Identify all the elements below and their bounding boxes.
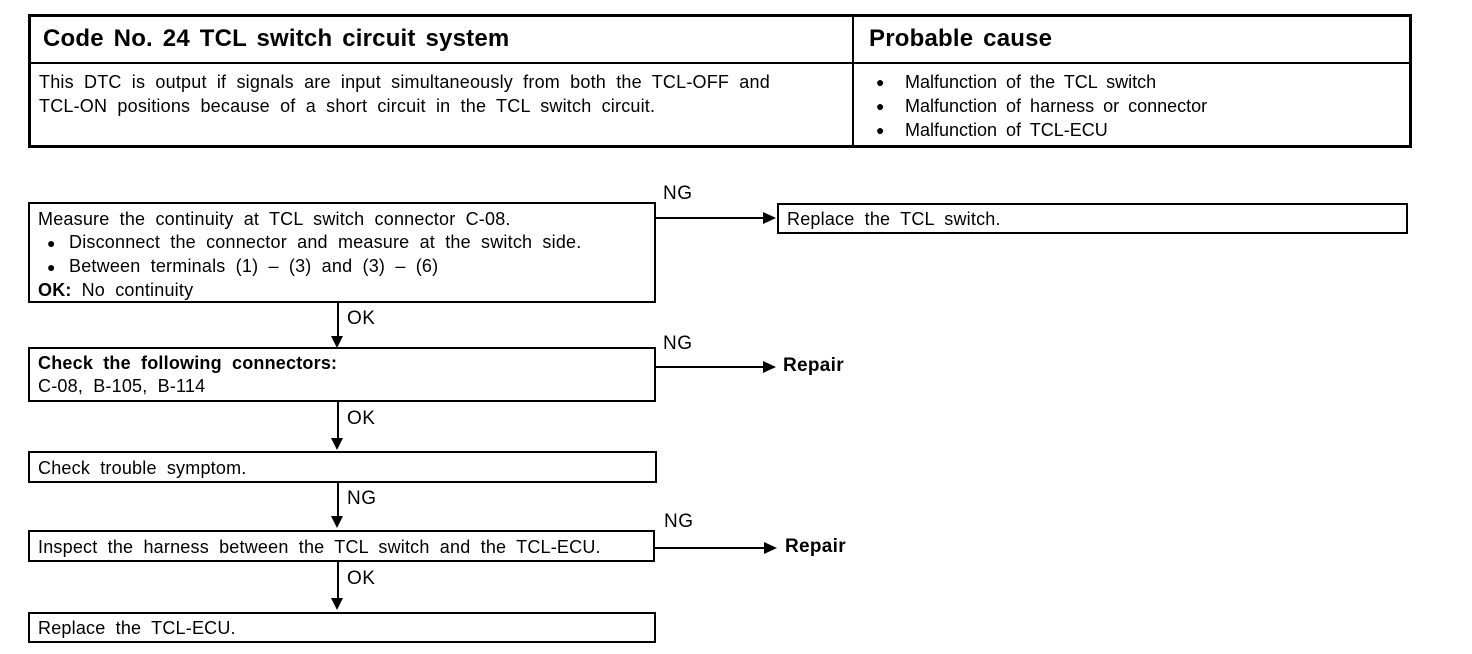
- probable-cause-title: Probable cause: [869, 25, 1053, 52]
- branch-label-ng: NG: [663, 183, 693, 204]
- step2-check-connectors-box: Check the following connectors: C-08, B-…: [28, 347, 656, 402]
- dtc-code-title: Code No. 24 TCL switch circuit system: [43, 25, 510, 52]
- probable-cause-text: Malfunction of the TCL switch: [905, 72, 1157, 92]
- repair-action-label: Repair: [783, 355, 844, 376]
- branch-label-ng: NG: [663, 333, 693, 354]
- step1-ok-criteria: OK: No continuity: [38, 279, 646, 302]
- repair-action-label: Repair: [785, 536, 846, 557]
- arrow-down-icon: [331, 516, 343, 528]
- probable-cause-item: Malfunction of harness or connector: [876, 94, 1207, 118]
- step1-bullet-text: Between terminals (1) – (3) and (3) – (6…: [69, 256, 439, 276]
- step1-bullet-item: Disconnect the connector and measure at …: [38, 231, 646, 255]
- arrow-down-icon: [331, 598, 343, 610]
- arrow-down-icon: [331, 438, 343, 450]
- step1-measure-continuity-box: Measure the continuity at TCL switch con…: [28, 202, 656, 303]
- dtc-description-line: TCL-ON positions because of a short circ…: [39, 96, 656, 116]
- branch-label-ok: OK: [347, 408, 376, 429]
- connector-line: [655, 547, 767, 549]
- connector-line: [337, 402, 339, 440]
- connector-line: [656, 366, 766, 368]
- branch-label-ng: NG: [664, 511, 694, 532]
- probable-cause-list: Malfunction of the TCL switch Malfunctio…: [876, 70, 1207, 142]
- bullet-icon: [38, 231, 69, 255]
- replace-tcl-switch-box: Replace the TCL switch.: [777, 203, 1408, 234]
- bullet-icon: [876, 70, 905, 94]
- arrow-right-icon: [763, 361, 776, 373]
- probable-cause-item: Malfunction of TCL-ECU: [876, 118, 1207, 142]
- arrow-down-icon: [331, 336, 343, 348]
- check-trouble-symptom-box: Check trouble symptom.: [28, 451, 657, 483]
- dtc-description-line: This DTC is output if signals are input …: [39, 72, 770, 92]
- dtc-description: This DTC is output if signals are input …: [39, 70, 847, 118]
- connector-line: [337, 562, 339, 600]
- inspect-harness-box: Inspect the harness between the TCL swit…: [28, 530, 655, 562]
- connector-line: [337, 303, 339, 339]
- probable-cause-text: Malfunction of harness or connector: [905, 96, 1208, 116]
- replace-tcl-ecu-box: Replace the TCL-ECU.: [28, 612, 656, 643]
- step2-title: Check the following connectors:: [38, 353, 338, 373]
- bullet-icon: [876, 118, 905, 142]
- table-column-divider: [852, 17, 854, 145]
- ok-criteria-label: OK:: [38, 280, 72, 300]
- arrow-right-icon: [764, 542, 777, 554]
- step1-bullet-text: Disconnect the connector and measure at …: [69, 232, 582, 252]
- bullet-icon: [38, 255, 69, 279]
- branch-label-ng: NG: [347, 488, 377, 509]
- arrow-right-icon: [763, 212, 776, 224]
- probable-cause-text: Malfunction of TCL-ECU: [905, 120, 1108, 140]
- branch-label-ok: OK: [347, 568, 376, 589]
- branch-label-ok: OK: [347, 308, 376, 329]
- step1-title: Measure the continuity at TCL switch con…: [38, 209, 511, 229]
- ok-criteria-text: No continuity: [81, 280, 194, 300]
- connector-line: [337, 483, 339, 518]
- step2-detail: C-08, B-105, B-114: [38, 376, 206, 396]
- dtc-header-table: Code No. 24 TCL switch circuit system Pr…: [28, 14, 1412, 148]
- step1-bullet-item: Between terminals (1) – (3) and (3) – (6…: [38, 255, 646, 279]
- table-row-divider: [31, 62, 1409, 64]
- bullet-icon: [876, 94, 905, 118]
- probable-cause-item: Malfunction of the TCL switch: [876, 70, 1207, 94]
- connector-line: [656, 217, 766, 219]
